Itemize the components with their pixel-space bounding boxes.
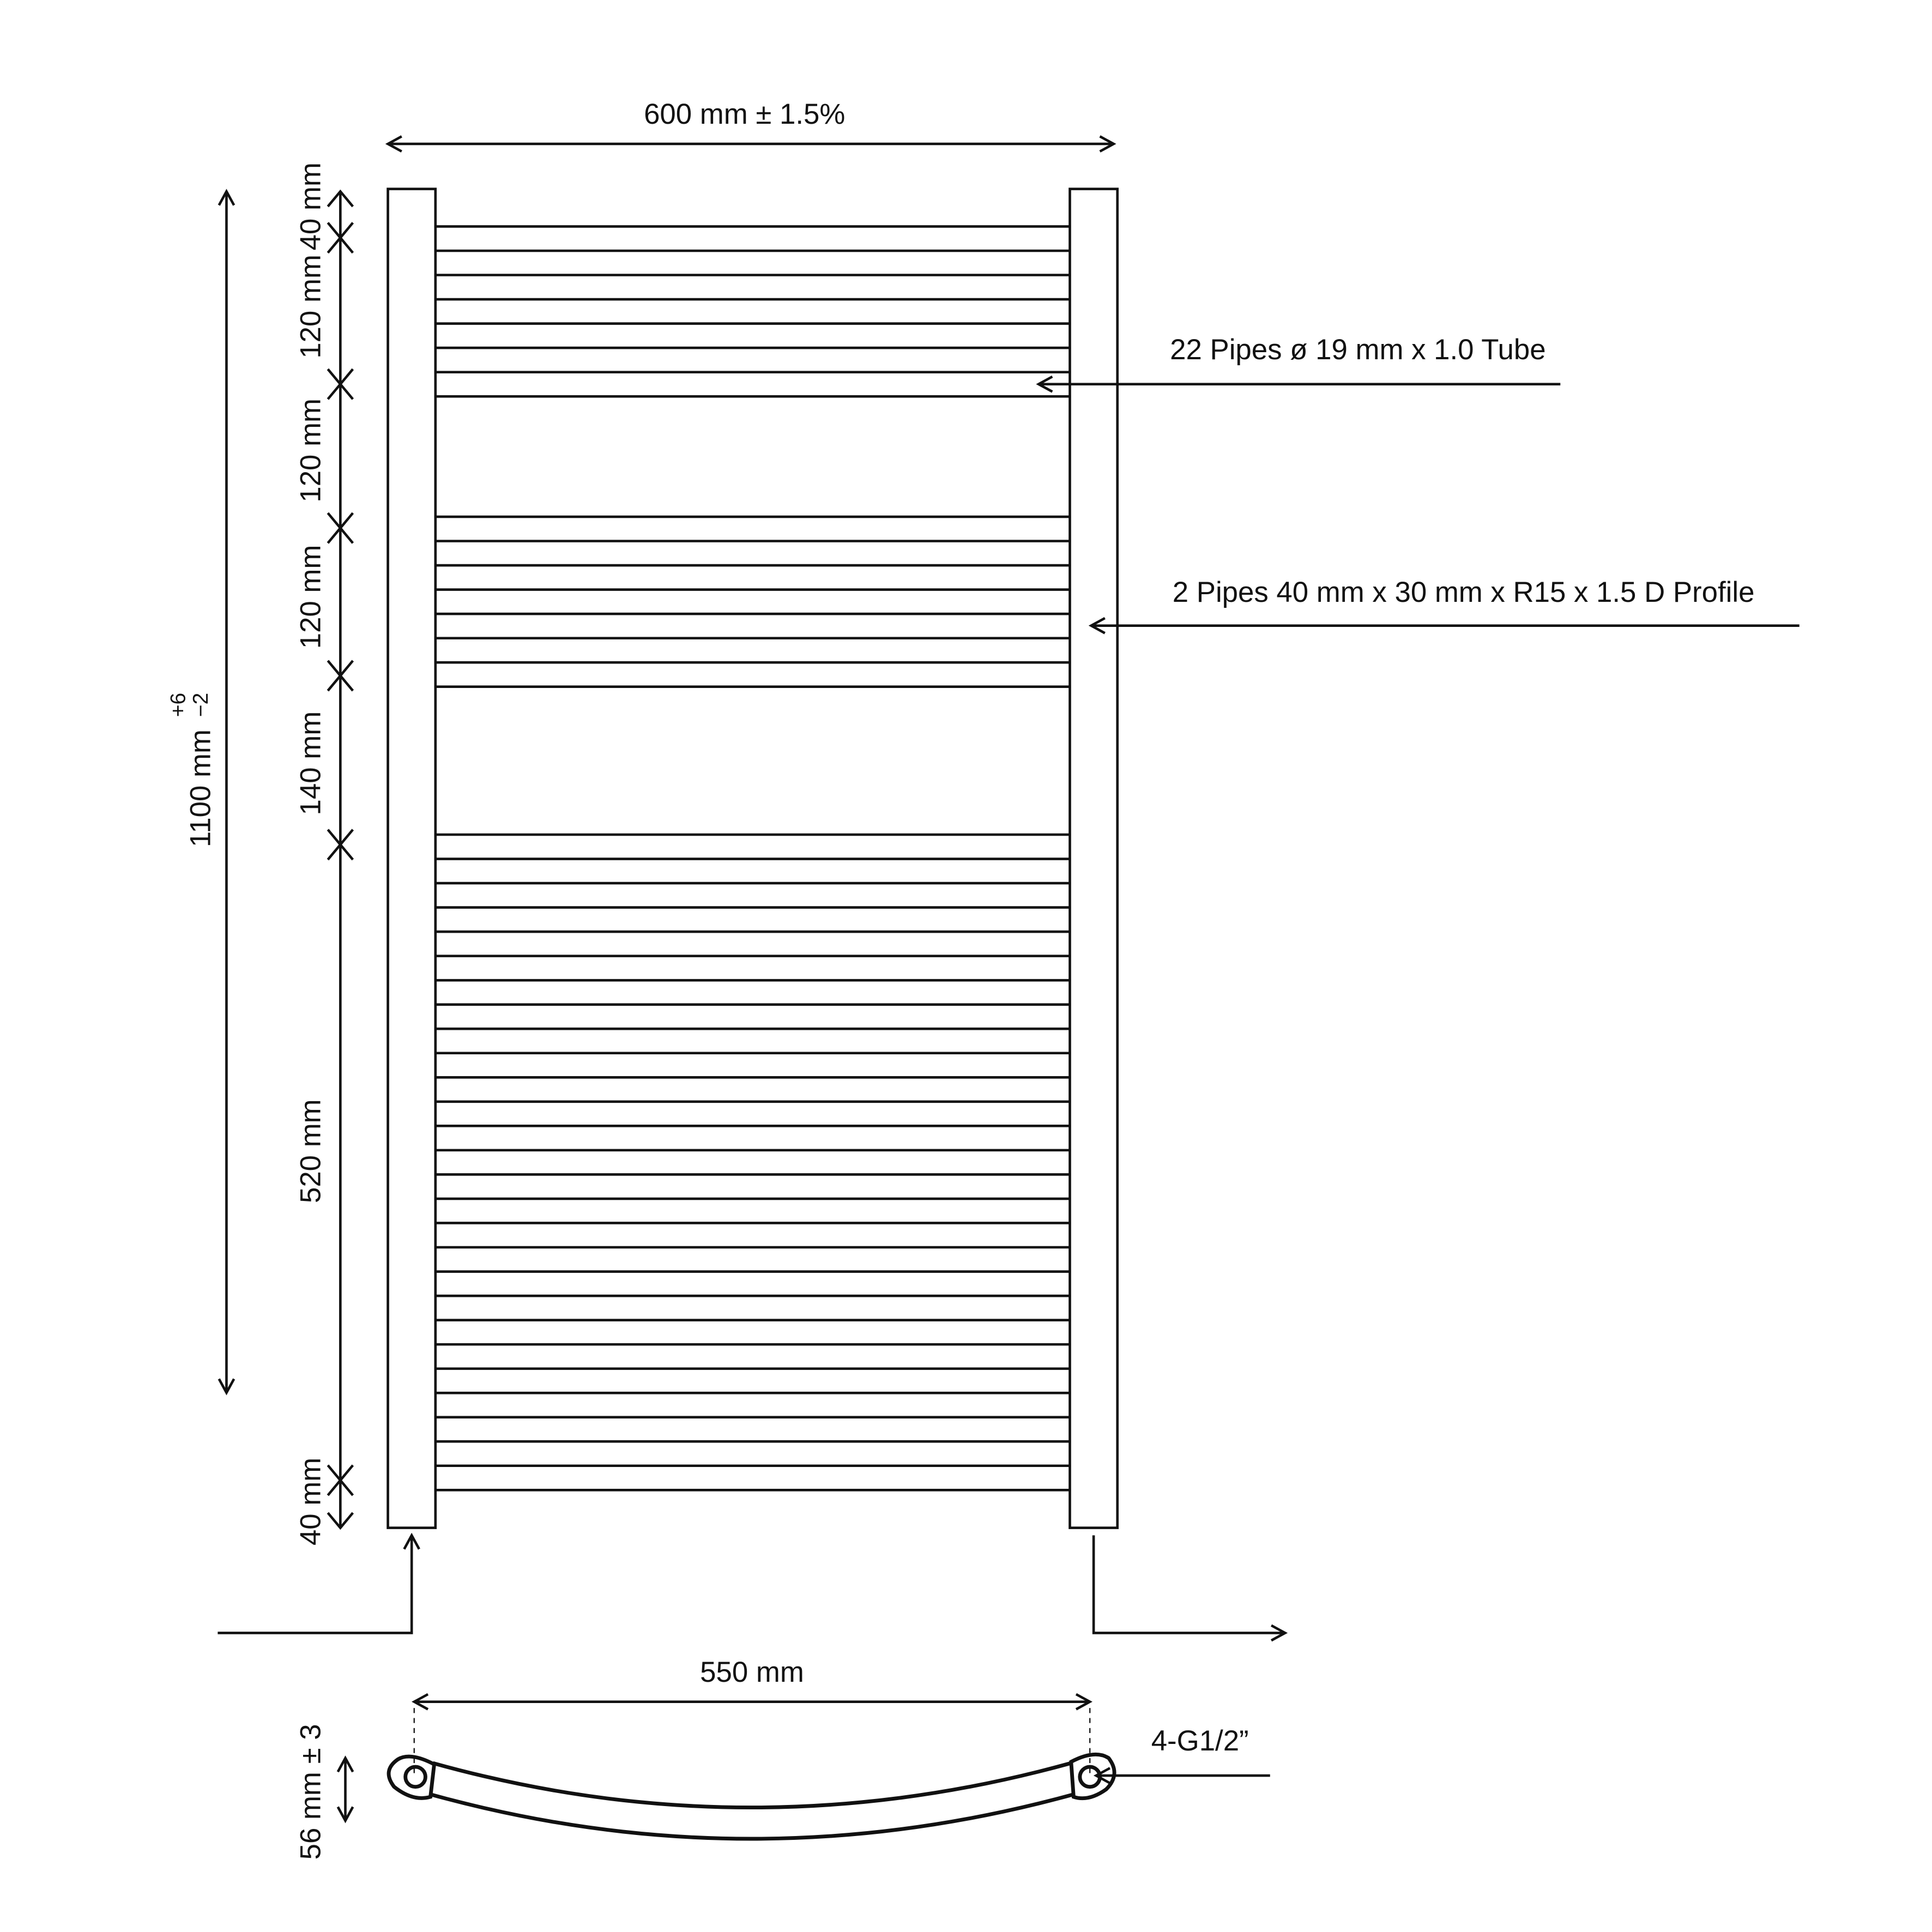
segment-label-4: 140 mm: [295, 711, 327, 816]
segment-label-1: 120 mm: [295, 255, 327, 359]
outlet-arrow: [1092, 1535, 1285, 1633]
segment-label-3: 120 mm: [295, 545, 327, 649]
horizontal-pipes-label: 22 Pipes ø 19 mm x 1.0 Tube: [1170, 334, 1545, 366]
inlet-arrow: [218, 1535, 412, 1634]
segment-label-2: 120 mm: [295, 399, 327, 503]
dimension-end-arrow-icon: [327, 1512, 354, 1530]
height-label: 1100 mm: [185, 729, 217, 847]
dimension-end-arrow-icon: [327, 189, 354, 208]
segment-label-bottom: 40 mm: [295, 1458, 327, 1545]
connections-label: 4-G1/2”: [1151, 1725, 1249, 1757]
height-tolerance-minus: −2: [189, 693, 213, 717]
vertical-pipes-label: 2 Pipes 40 mm x 30 mm x R15 x 1.5 D Prof…: [1173, 576, 1755, 608]
right-vertical-pipe: [1068, 188, 1119, 1529]
segment-label-top: 40 mm: [295, 162, 327, 250]
left-vertical-pipe: [387, 188, 437, 1529]
dimension-tick-icon: [327, 222, 354, 254]
top-view-back-edge: [430, 1792, 1074, 1841]
dimension-tick-icon: [327, 512, 354, 544]
segment-ticks: [327, 189, 354, 1530]
left-port-icon: [403, 1765, 427, 1789]
height-tolerance-plus: +6: [167, 693, 190, 717]
centers-label: 550 mm: [700, 1656, 804, 1688]
depth-label: 56 mm ± 3: [295, 1724, 327, 1859]
dimension-tick-icon: [327, 829, 354, 861]
dimension-tick-icon: [327, 368, 354, 400]
segment-label-5: 520 mm: [295, 1099, 327, 1203]
left-connector: [387, 1754, 437, 1800]
dimension-tick-icon: [327, 1464, 354, 1496]
horizontal-rails: [435, 225, 1070, 1492]
dimension-tick-icon: [327, 660, 354, 692]
top-view-front-edge: [432, 1761, 1072, 1809]
width-label: 600 mm ± 1.5%: [644, 98, 845, 130]
